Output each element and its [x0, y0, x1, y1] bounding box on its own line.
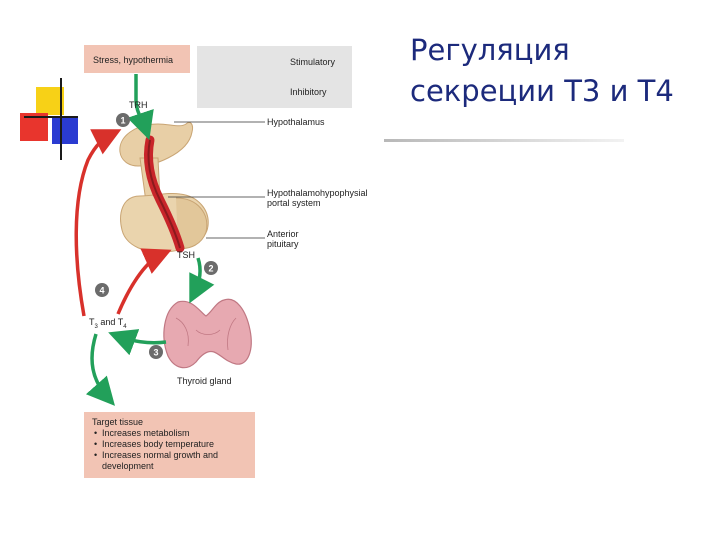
arrow-inhibit-hypothalamus	[74, 129, 122, 317]
legend-stimulatory-label: Stimulatory	[290, 57, 336, 67]
decor-vertical-line	[60, 78, 62, 160]
portal-vessel-dark	[147, 139, 181, 249]
hypothalamus-label: Hypothalamus	[267, 117, 325, 127]
target-tissue-box: Target tissue Increases metabolism Incre…	[84, 412, 255, 478]
thyroid-gland-shape	[163, 298, 252, 369]
title-underline	[384, 139, 624, 142]
step-marker-2: 2	[204, 261, 218, 275]
legend-inhibitory-label: Inhibitory	[290, 87, 327, 97]
t3-letter: T	[89, 317, 95, 327]
stimulus-box: Stress, hypothermia	[84, 45, 190, 73]
anterior-pituitary-label-line-2: pituitary	[267, 239, 299, 249]
arrow-tsh-to-thyroid	[189, 257, 215, 304]
legend-box	[197, 46, 352, 108]
posterior-lobe-shape	[175, 197, 208, 249]
anterior-pituitary-label-line-1: Anterior	[267, 229, 299, 239]
portal-system-label: Hypothalamohypophysial portal system	[267, 188, 368, 208]
svg-text:1: 1	[120, 116, 125, 126]
svg-text:3: 3	[153, 348, 158, 358]
trh-label: TRH	[129, 100, 148, 110]
target-effect-item: Increases metabolism	[94, 428, 254, 439]
arrow-inhibit-pituitary	[116, 248, 172, 315]
slide-title-line-1: Регуляция	[410, 33, 570, 67]
target-effect-item: Increases normal growth and development	[94, 450, 254, 472]
arrow-hormones-to-target	[85, 333, 115, 406]
t3-subscript: 3	[94, 323, 98, 330]
decor-yellow-square	[36, 87, 64, 115]
svg-text:2: 2	[208, 264, 213, 274]
tsh-label: TSH	[177, 250, 195, 260]
decor-horizontal-line	[24, 116, 78, 118]
anterior-pituitary-label: Anterior pituitary	[267, 229, 299, 249]
t3-t4-label: T3 and T4	[89, 317, 127, 332]
arrow-thyroid-to-hormones	[108, 329, 167, 356]
target-effects-list: Increases metabolism Increases body temp…	[94, 428, 254, 472]
decor-blue-square	[52, 118, 78, 144]
arrow-stimulus-to-hypothalamus	[127, 74, 154, 140]
t4-subscript: 4	[123, 323, 127, 330]
and-t4-text: and T	[97, 317, 124, 327]
step-marker-1: 1	[116, 113, 130, 127]
stimulus-label: Stress, hypothermia	[93, 55, 174, 65]
thyroid-gland-label: Thyroid gland	[177, 376, 232, 386]
target-tissue-title: Target tissue	[92, 417, 144, 427]
slide-title-line-2: секреции Т3 и Т4	[410, 74, 674, 108]
portal-system-label-line-2: portal system	[267, 198, 321, 208]
portal-system-label-line-1: Hypothalamohypophysial	[267, 188, 368, 198]
step-marker-3: 3	[149, 345, 163, 359]
svg-text:4: 4	[99, 286, 104, 296]
step-marker-4: 4	[95, 283, 109, 297]
target-effect-item: Increases body temperature	[94, 439, 254, 450]
slide-title: Регуляция секреции Т3 и Т4	[410, 30, 710, 112]
